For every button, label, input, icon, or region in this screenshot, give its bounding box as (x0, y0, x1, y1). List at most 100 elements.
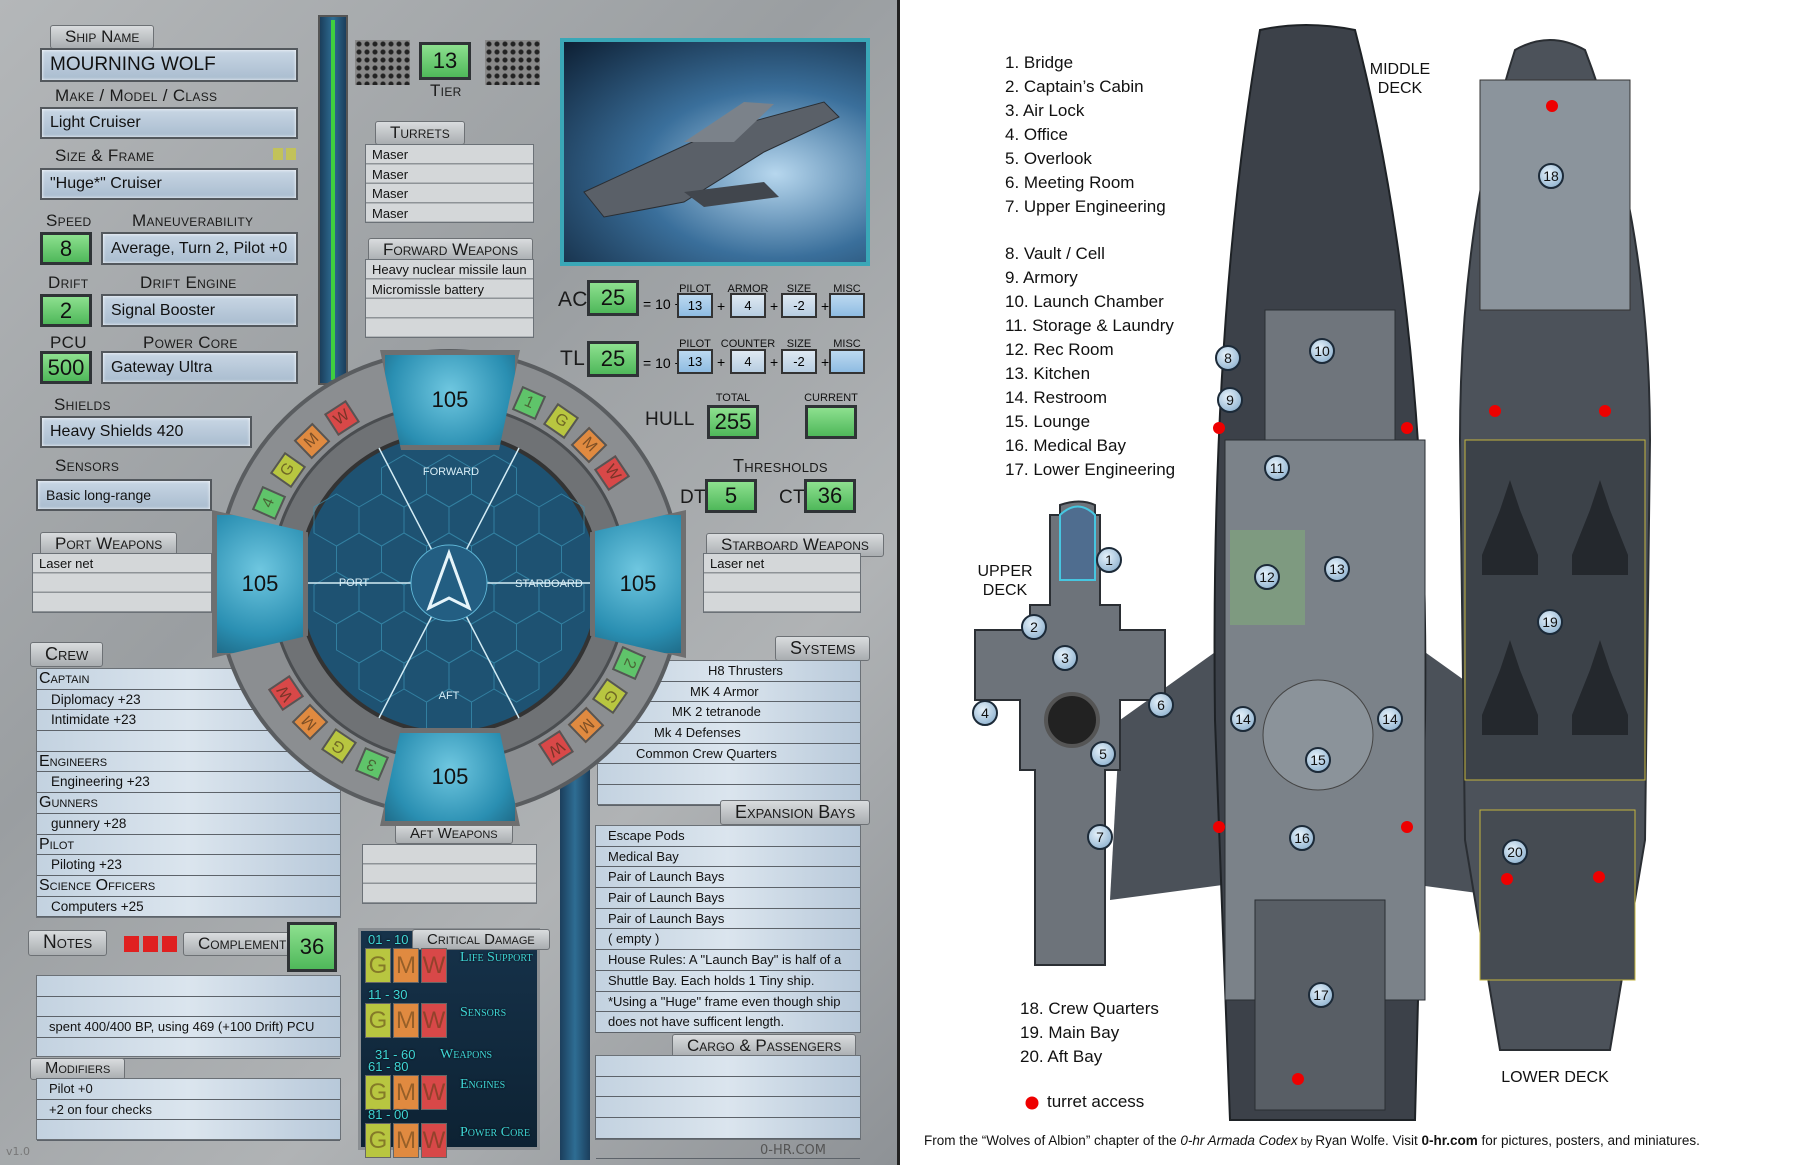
turret-access-marker[interactable] (1213, 821, 1225, 833)
critical-malfunctioning-toggle[interactable]: M (393, 1123, 419, 1158)
crew-skill[interactable]: Diplomacy +23 (37, 690, 340, 711)
turret-access-marker[interactable] (1401, 821, 1413, 833)
size-field[interactable]: "Huge*" Cruiser (40, 168, 298, 200)
turret-row[interactable]: Maser (372, 166, 409, 182)
turret-access-marker[interactable] (1213, 422, 1225, 434)
port-shield-value[interactable]: 105 (212, 510, 308, 658)
tier-value[interactable]: 13 (419, 42, 471, 80)
room-badge[interactable]: 2 (1021, 614, 1047, 640)
room-badge[interactable]: 14 (1230, 706, 1256, 732)
turret-access-marker[interactable] (1593, 871, 1605, 883)
make-field[interactable]: Light Cruiser (40, 107, 298, 139)
room-badge[interactable]: 3 (1052, 645, 1078, 671)
forward-weapon-row[interactable] (366, 319, 533, 339)
cargo-row[interactable] (596, 1077, 860, 1098)
expansion-bay-row[interactable]: ( empty ) (596, 929, 860, 951)
credit-site-link[interactable]: 0-hr.com (1421, 1133, 1478, 1148)
starboard-weapon-row[interactable] (704, 593, 860, 613)
room-badge[interactable]: 5 (1090, 741, 1116, 767)
modifier-row[interactable] (37, 1120, 340, 1142)
crew-skill[interactable]: Intimidate +23 (37, 710, 340, 732)
tl-size-value[interactable]: -2 (781, 349, 817, 374)
complement-value[interactable]: 36 (287, 922, 337, 972)
tl-misc-value[interactable] (829, 349, 865, 374)
expansion-bay-row[interactable]: House Rules: A "Launch Bay" is half of a (596, 950, 860, 971)
room-badge[interactable]: 9 (1217, 387, 1243, 413)
room-badge[interactable]: 19 (1537, 609, 1563, 635)
aft-shield-value[interactable]: 105 (380, 728, 520, 826)
ac-value[interactable]: 25 (587, 280, 639, 316)
modifier-row[interactable]: +2 on four checks (37, 1100, 340, 1121)
critical-malfunctioning-toggle[interactable]: M (393, 1075, 419, 1110)
drift-value[interactable]: 2 (40, 294, 92, 327)
room-badge[interactable]: 20 (1502, 839, 1528, 865)
starboard-weapon-row[interactable] (704, 574, 860, 594)
system-row[interactable]: MK 4 Armor (598, 682, 860, 703)
crew-skill[interactable]: gunnery +28 (37, 814, 340, 835)
aft-weapon-row[interactable] (363, 845, 536, 865)
tl-counter-value[interactable]: 4 (730, 349, 766, 374)
critical-wrecked-toggle[interactable]: W (421, 1123, 447, 1158)
aft-weapon-row[interactable] (363, 884, 536, 904)
room-badge[interactable]: 16 (1289, 825, 1315, 851)
ac-size-value[interactable]: -2 (781, 293, 817, 318)
crew-skill[interactable] (37, 731, 340, 752)
turret-access-marker[interactable] (1489, 405, 1501, 417)
ct-value[interactable]: 36 (804, 479, 856, 513)
ac-pilot-value[interactable]: 13 (677, 293, 713, 318)
turret-row[interactable]: Maser (372, 205, 409, 221)
forward-weapon-row[interactable]: Heavy nuclear missile laun (372, 262, 527, 277)
critical-wrecked-toggle[interactable]: W (421, 1003, 447, 1038)
critical-glitching-toggle[interactable]: G (365, 1123, 391, 1158)
dt-value[interactable]: 5 (705, 479, 757, 513)
cargo-row[interactable] (596, 1139, 860, 1160)
forward-weapon-row[interactable] (366, 299, 533, 319)
ship-name-field[interactable]: MOURNING WOLF (40, 48, 298, 82)
expansion-bay-row[interactable]: *Using a "Huge" frame even though ship (596, 992, 860, 1013)
cargo-row[interactable] (596, 1056, 860, 1077)
maneuver-field[interactable]: Average, Turn 2, Pilot +0 (101, 232, 298, 265)
room-badge[interactable]: 14 (1377, 706, 1403, 732)
tl-value[interactable]: 25 (587, 341, 639, 377)
expansion-bay-row[interactable]: Escape Pods (596, 826, 860, 847)
hull-current[interactable] (805, 405, 857, 439)
notes-row[interactable] (37, 976, 340, 997)
shields-field[interactable]: Heavy Shields 420 (40, 416, 252, 448)
turret-access-marker[interactable] (1599, 405, 1611, 417)
cargo-row[interactable] (596, 1118, 860, 1139)
room-badge[interactable]: 15 (1305, 747, 1331, 773)
critical-malfunctioning-toggle[interactable]: M (393, 948, 419, 983)
room-badge[interactable]: 17 (1308, 982, 1334, 1008)
cargo-list[interactable] (595, 1055, 861, 1160)
turret-access-marker[interactable] (1546, 100, 1558, 112)
drift-engine-field[interactable]: Signal Booster (101, 294, 298, 327)
room-badge[interactable]: 12 (1254, 564, 1280, 590)
notes-row[interactable] (37, 1038, 340, 1059)
power-core-field[interactable]: Gateway Ultra (101, 351, 298, 384)
crew-skill[interactable]: Computers +25 (37, 897, 340, 918)
turret-access-marker[interactable] (1292, 1073, 1304, 1085)
system-row[interactable]: Mk 4 Defenses (598, 723, 860, 744)
room-badge[interactable]: 6 (1148, 692, 1174, 718)
turret-access-marker[interactable] (1401, 422, 1413, 434)
room-badge[interactable]: 4 (972, 700, 998, 726)
system-row[interactable] (598, 764, 860, 786)
notes-row[interactable] (37, 997, 340, 1018)
turret-access-marker[interactable] (1501, 873, 1513, 885)
critical-glitching-toggle[interactable]: G (365, 1003, 391, 1038)
notes-list[interactable]: spent 400/400 BP, using 469 (+100 Drift)… (36, 975, 341, 1080)
pcu-value[interactable]: 500 (40, 351, 92, 384)
crew-skill[interactable]: Piloting +23 (37, 855, 340, 876)
ac-armor-value[interactable]: 4 (730, 293, 766, 318)
aft-weapon-row[interactable] (363, 865, 536, 885)
room-badge[interactable]: 11 (1264, 455, 1290, 481)
starboard-shield-value[interactable]: 105 (590, 510, 686, 658)
port-weapon-row[interactable]: Laser net (39, 556, 94, 571)
turret-row[interactable]: Maser (372, 147, 409, 162)
speed-value[interactable]: 8 (40, 232, 92, 265)
ac-misc-value[interactable] (829, 293, 865, 318)
forward-weapon-row[interactable]: Micromissle battery (372, 281, 484, 297)
hull-total[interactable]: 255 (707, 405, 759, 439)
system-row[interactable]: MK 2 tetranode (598, 702, 860, 724)
expansion-bay-row[interactable]: Pair of Launch Bays (596, 909, 860, 930)
